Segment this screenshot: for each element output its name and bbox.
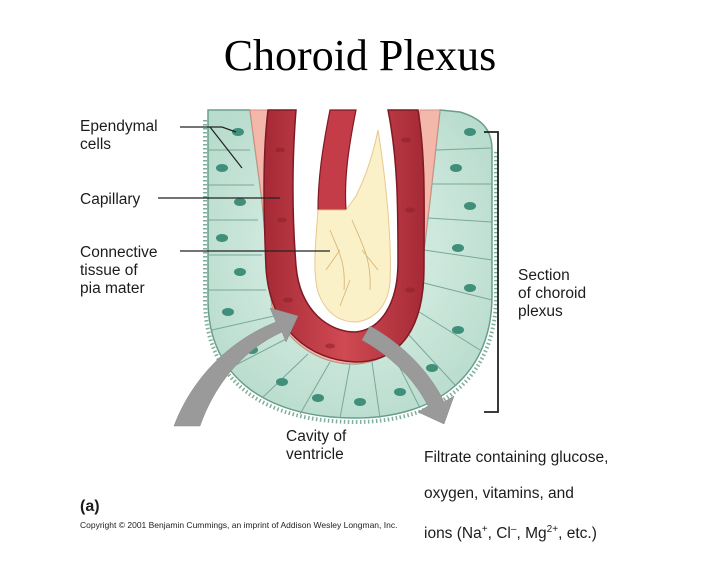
leader-lines — [158, 126, 330, 252]
label-filtrate: Filtrate containing glucose, oxygen, vit… — [424, 431, 608, 561]
flow-arrows — [173, 307, 455, 427]
filtrate-line-3: ions (Na+, Cl–, Mg2+, etc.) — [424, 521, 608, 543]
panel-label: (a) — [80, 498, 100, 515]
label-cavity-of-ventricle: Cavity of ventricle — [286, 428, 347, 463]
section-bracket — [484, 131, 499, 413]
filtrate-ions-prefix: ions (Na — [424, 525, 482, 543]
copyright-notice: Copyright © 2001 Benjamin Cummings, an i… — [80, 520, 398, 530]
cilia-fringe — [203, 120, 498, 425]
label-connective-tissue: Connective tissue of pia mater — [80, 244, 158, 297]
filtrate-line-2: oxygen, vitamins, and — [424, 485, 574, 502]
magnesium-charge: 2+ — [546, 524, 559, 535]
sodium-charge: + — [481, 524, 488, 535]
filtrate-chloride: , Cl — [487, 525, 511, 543]
choroid-plexus-diagram — [158, 109, 499, 427]
filtrate-magnesium: , Mg — [516, 525, 547, 543]
chloride-charge: – — [510, 524, 517, 535]
label-ependymal-cells: Ependymal cells — [80, 118, 158, 153]
ependymal-nuclei — [216, 128, 476, 406]
capillary-inner-branch — [317, 109, 357, 211]
filtrate-line-1: Filtrate containing glucose, — [424, 449, 609, 466]
ependymal-cell-boundaries — [208, 147, 493, 419]
filtrate-etc: , etc.) — [558, 525, 597, 543]
label-capillary: Capillary — [80, 191, 141, 208]
label-section-of-choroid-plexus: Section of choroid plexus — [518, 267, 587, 320]
slide-title: Choroid Plexus — [223, 31, 497, 80]
pia-mater-core — [314, 129, 391, 323]
outflow-arrow — [361, 325, 455, 425]
inflow-arrow — [173, 307, 299, 427]
red-blood-cells — [275, 137, 415, 349]
fibroblast-fibers — [325, 219, 379, 307]
